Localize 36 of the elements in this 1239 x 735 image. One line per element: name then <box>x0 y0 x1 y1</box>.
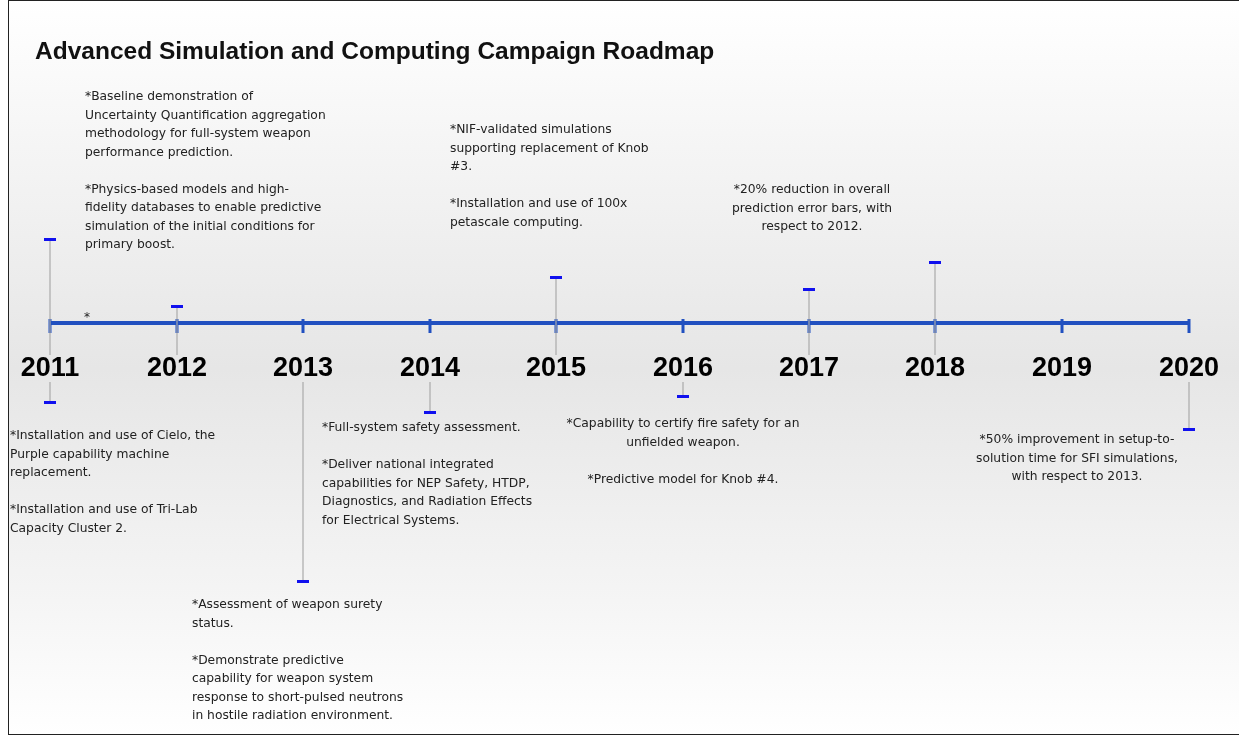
milestone-text: *Installation and use of Cielo, the Purple capability machine replacement. <box>10 427 217 481</box>
note-text: * <box>84 310 90 324</box>
milestone-text: *Assessment of weapon surety status. <box>192 596 384 632</box>
milestone-text: *Physics-based models and high-fidelity databases to enable predictive simulation of the initial conditions for primary boost. <box>85 180 323 253</box>
year-label: 2015 <box>525 352 587 382</box>
milestone-text: *50% improvement in setup-to-solution time for SFI simulations, with respect to 2013. <box>975 431 1179 485</box>
leader-line <box>171 305 183 356</box>
year-label: 2016 <box>652 352 714 382</box>
leader-line <box>550 276 562 356</box>
year-label: 2012 <box>146 352 208 382</box>
year-label: 2017 <box>778 352 840 382</box>
milestone-text: *Baseline demonstration of Uncertainty Quantification aggregation methodology for full-system weapon performance prediction. <box>85 88 327 161</box>
diagram-title: Advanced Simulation and Computing Campaign Roadmap <box>35 37 715 65</box>
year-label: 2020 <box>1158 352 1220 382</box>
milestone-text: *Full-system safety assessment. <box>322 419 522 436</box>
year-label: 2019 <box>1031 352 1093 382</box>
leader-line <box>44 238 56 356</box>
milestone-text: *20% reduction in overall prediction error bars, with respect to 2012. <box>731 181 893 235</box>
milestone-text: *Demonstrate predictive capability for weapon system response to short-pulsed neutrons in hostile radiation environment. <box>192 651 405 724</box>
leader-line <box>297 381 309 583</box>
leader-line <box>677 381 689 398</box>
year-label: 2011 <box>20 352 80 382</box>
year-label: 2018 <box>904 352 966 382</box>
milestone-text: *Installation and use of 100x petascale computing. <box>450 195 629 231</box>
leader-line <box>929 261 941 356</box>
leader-line <box>803 288 815 356</box>
milestone-text: *Deliver national integrated capabilities for NEP Safety, HTDP, Diagnostics, and Radiation Effects for Electrical Systems. <box>322 456 534 529</box>
leader-line <box>424 381 436 414</box>
milestone-text: *Capability to certify fire safety for an unfielded weapon. <box>565 415 801 451</box>
year-label: 2013 <box>272 352 334 382</box>
leader-line <box>1183 381 1195 431</box>
leader-line <box>44 381 56 404</box>
milestone-text: *Predictive model for Knob #4. <box>586 470 780 488</box>
milestone-text: *NIF-validated simulations supporting replacement of Knob #3. <box>450 121 650 175</box>
year-label: 2014 <box>399 352 461 382</box>
milestone-text: *Installation and use of Tri-Lab Capacity Cluster 2. <box>10 501 199 537</box>
